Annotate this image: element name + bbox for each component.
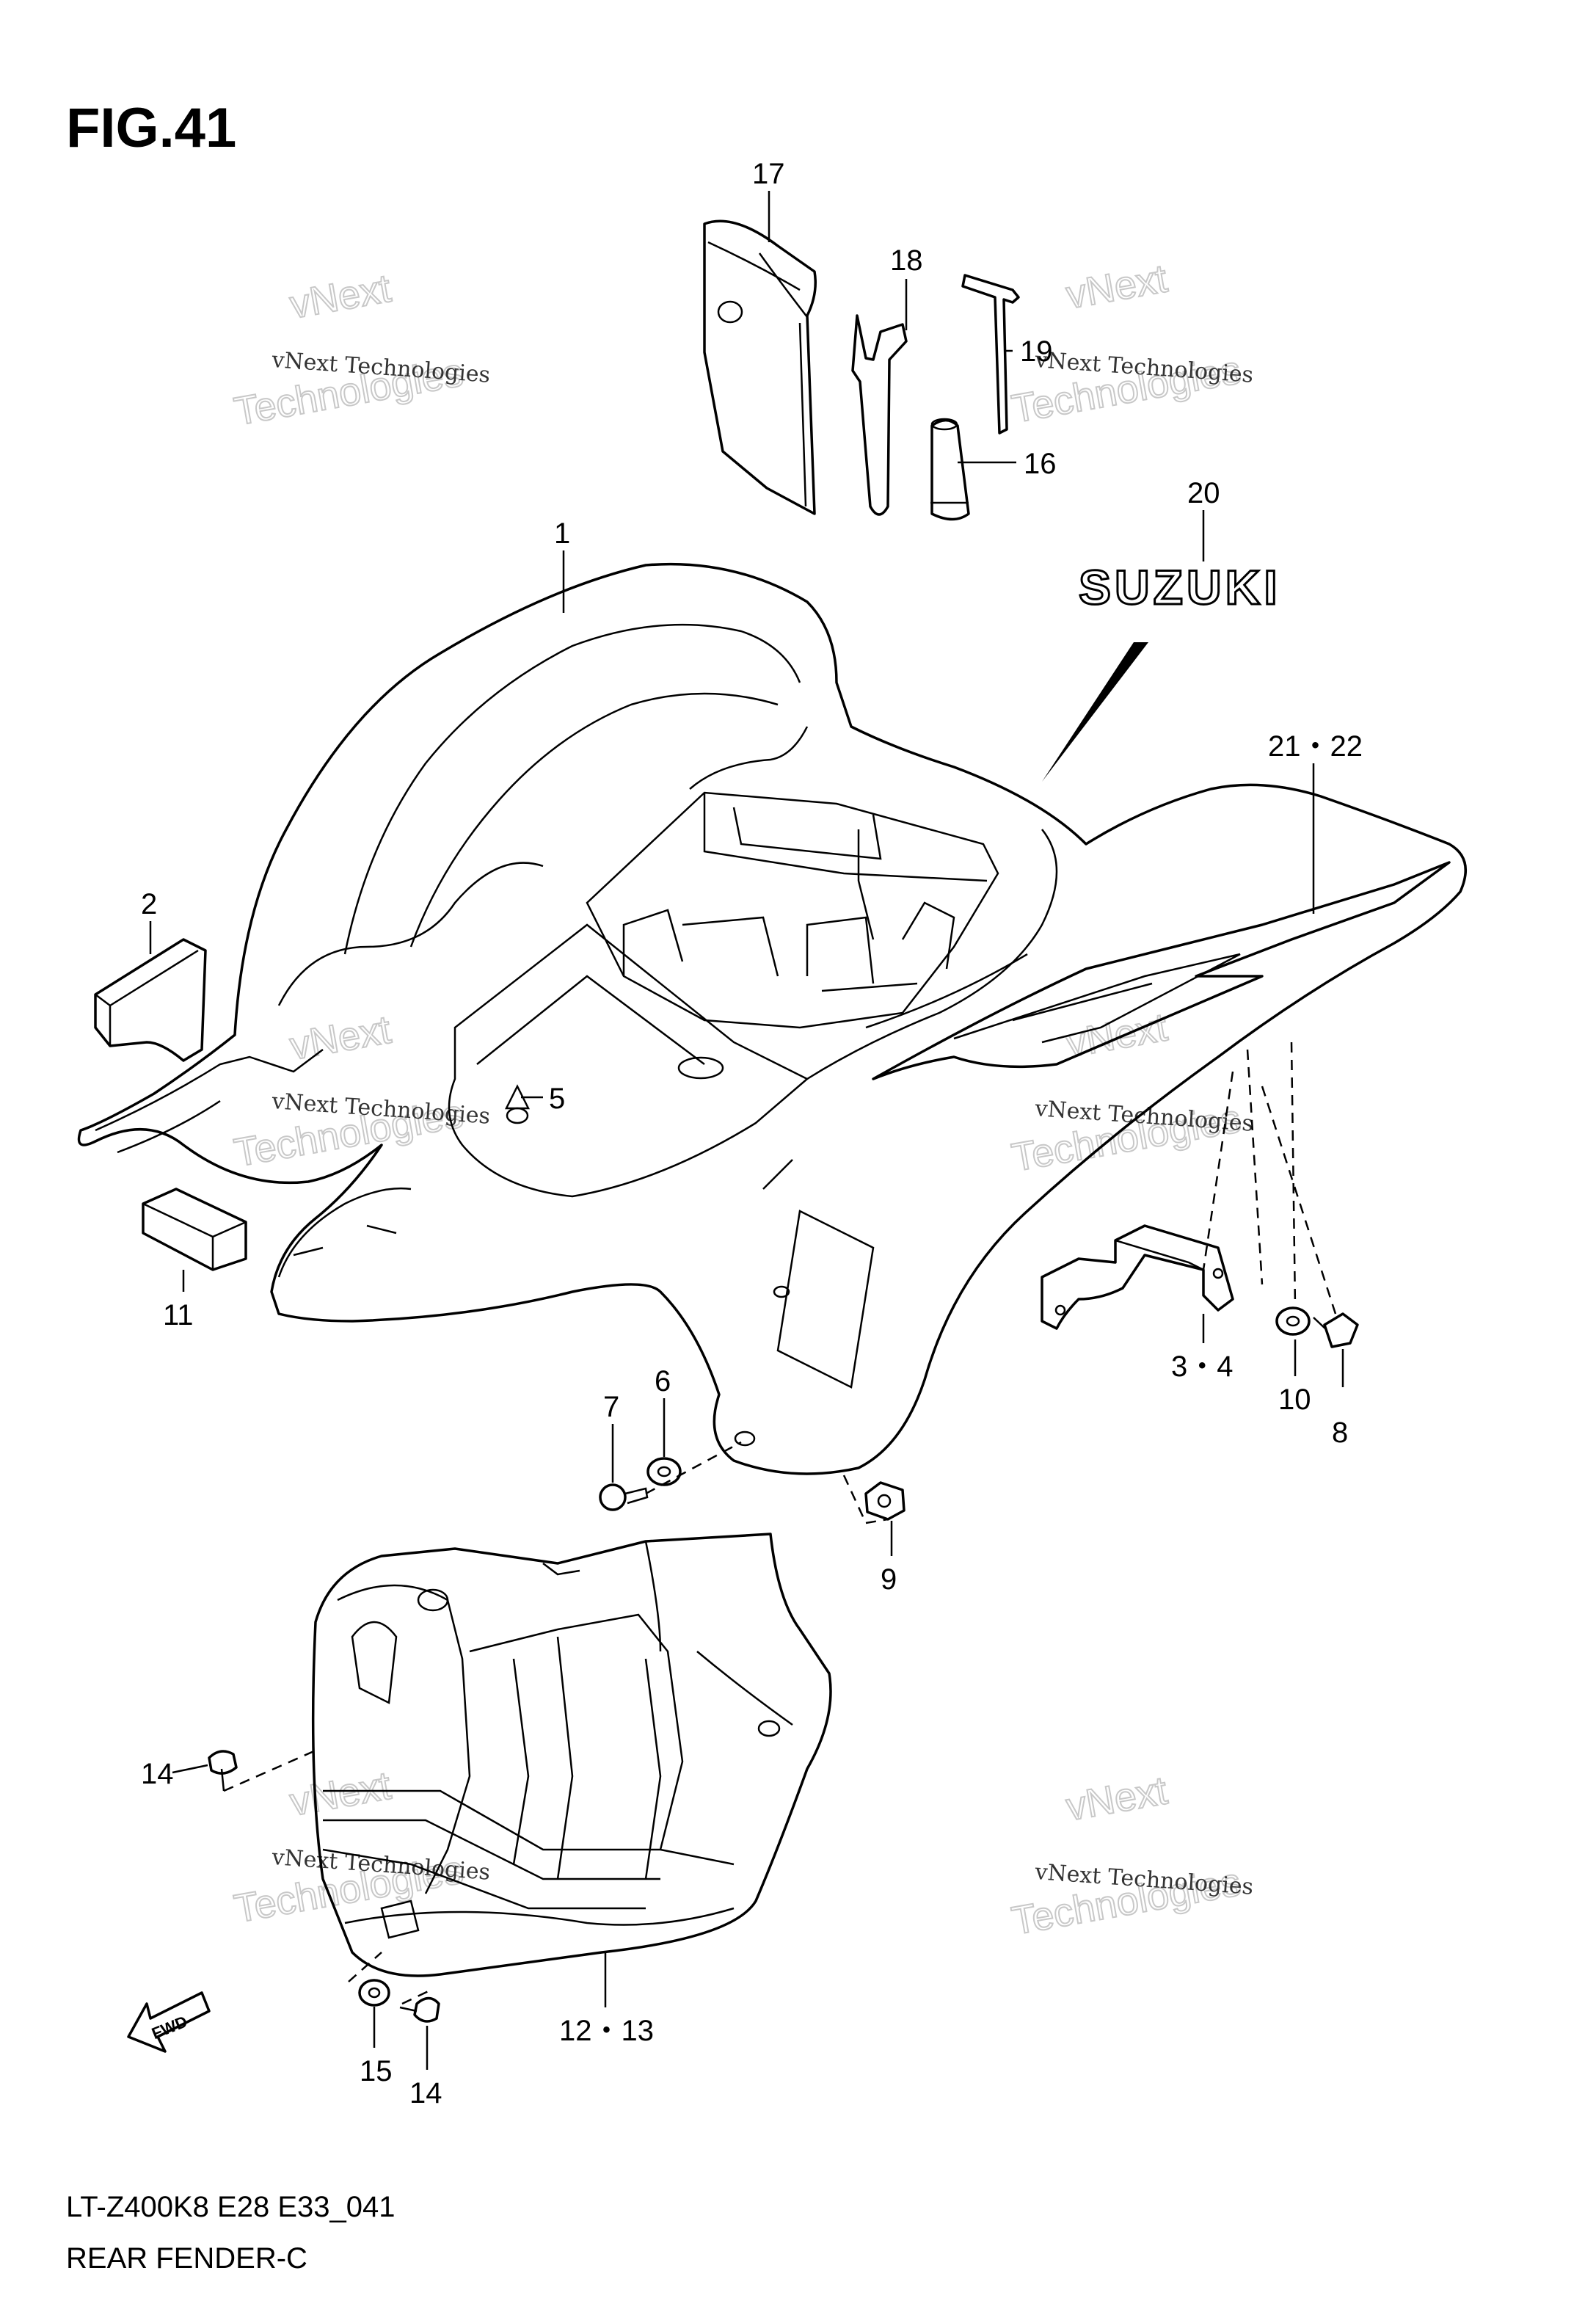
watermark: vNext Technologies vNext Technologies (230, 266, 491, 435)
watermark-vnext: vNext (287, 266, 394, 327)
callout-19: 19 (1020, 335, 1053, 368)
watermark: vNext Technologies vNext Technologies (1007, 1767, 1254, 1944)
part-3-4-bracket (1041, 1224, 1234, 1330)
part-9-nut (864, 1481, 906, 1521)
callout-7: 7 (603, 1391, 619, 1423)
part-2-pad (94, 938, 207, 1062)
callout-18: 18 (890, 244, 923, 277)
part-17-tool-bag (703, 219, 817, 515)
placement-arrow (1042, 642, 1148, 782)
figure-title: FIG.41 (66, 97, 236, 159)
part-20-suzuki-emblem: SUZUKI (1078, 559, 1281, 616)
part-12-13-inner-fender (311, 1533, 832, 1977)
part-11-foam-block (142, 1188, 247, 1271)
watermark-vnext: vNext (287, 1764, 394, 1825)
callout-2: 2 (141, 888, 157, 920)
fwd-direction-arrow: FWD (127, 1991, 211, 2053)
part-6-washer (646, 1457, 682, 1486)
callout-16: 16 (1024, 448, 1057, 480)
watermark-vnext: vNext (1063, 1005, 1170, 1066)
section-name: REAR FENDER-C (66, 2242, 307, 2275)
callout-1: 1 (554, 517, 570, 550)
watermark: vNext Technologies vNext Technologies (230, 1763, 491, 1932)
callout-14-lower: 14 (409, 2077, 442, 2109)
watermark: vNext Technologies vNext Technologies (230, 1007, 491, 1176)
part-16-pin (930, 418, 970, 521)
part-15-washer (358, 1979, 390, 2007)
part-10-washer (1275, 1306, 1311, 1336)
callout-5: 5 (549, 1083, 565, 1115)
part-14-screw-lower (399, 1996, 440, 2023)
callout-17: 17 (752, 158, 785, 190)
callout-3-4: 3・4 (1171, 1351, 1234, 1383)
part-7-bolt (599, 1483, 649, 1511)
watermark-vnext: vNext (1063, 1768, 1170, 1829)
callout-12-13: 12・13 (559, 2015, 654, 2047)
part-1-rear-fender (77, 562, 1467, 1475)
part-14-screw-upper (208, 1750, 238, 1792)
assembly-lines (223, 1042, 1337, 2005)
watermark-vnext: vNext (1063, 256, 1170, 317)
callout-14-upper: 14 (141, 1758, 174, 1790)
suzuki-logo-text: SUZUKI (1079, 560, 1281, 614)
callout-6: 6 (655, 1365, 671, 1397)
callout-10: 10 (1278, 1384, 1311, 1416)
callout-20: 20 (1187, 477, 1220, 509)
part-8-bolt (1313, 1312, 1359, 1348)
callouts: 17 18 19 16 20 1 21・22 2 5 11 3・4 10 8 7… (141, 158, 1363, 2109)
callout-8: 8 (1332, 1417, 1348, 1449)
model-code: LT-Z400K8 E28 E33_041 (66, 2191, 395, 2223)
callout-15: 15 (360, 2055, 393, 2087)
callout-9: 9 (881, 1563, 897, 1596)
callout-21-22: 21・22 (1268, 730, 1363, 763)
callout-11: 11 (163, 1299, 194, 1331)
leader-lines (149, 191, 1344, 2070)
part-18-spanner (851, 314, 908, 516)
watermark-vnext: vNext (287, 1008, 394, 1069)
part-19-hex-wrench (961, 274, 1020, 435)
